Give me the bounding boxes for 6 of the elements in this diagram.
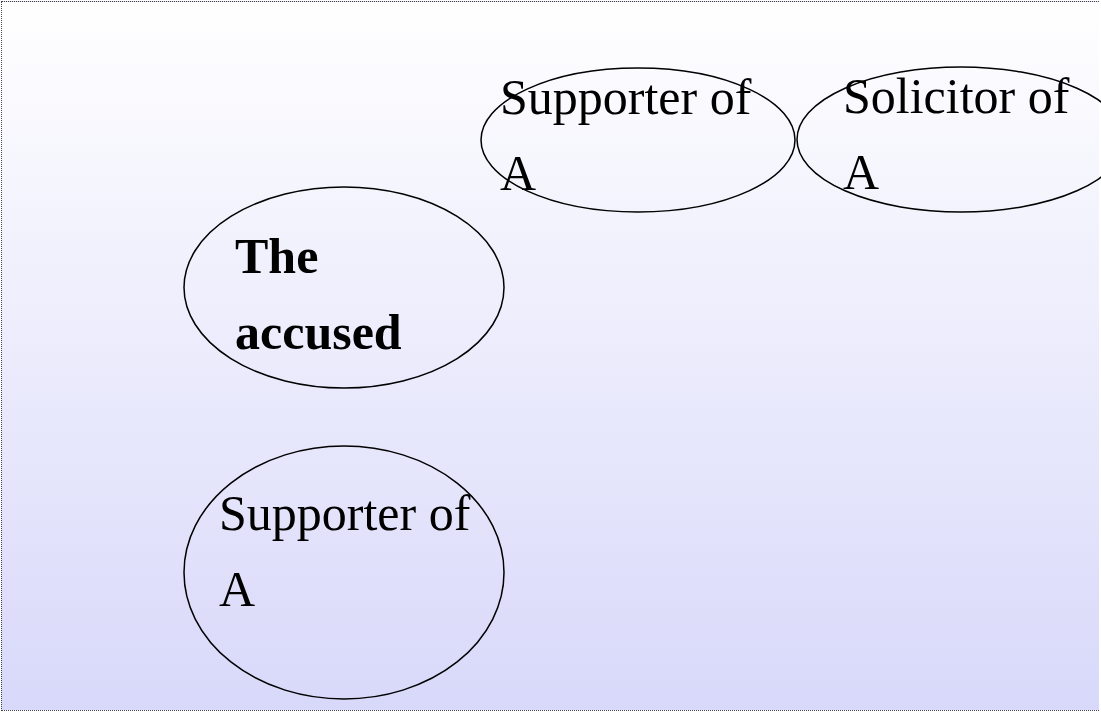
node-label: Supporter of A <box>500 68 753 203</box>
ellipse-node <box>480 67 796 213</box>
ellipse-node <box>183 445 505 700</box>
node-label: Supporter of A <box>219 484 472 619</box>
node-label: The accused <box>235 227 403 362</box>
node-label: Solicitor of A <box>843 67 1071 202</box>
